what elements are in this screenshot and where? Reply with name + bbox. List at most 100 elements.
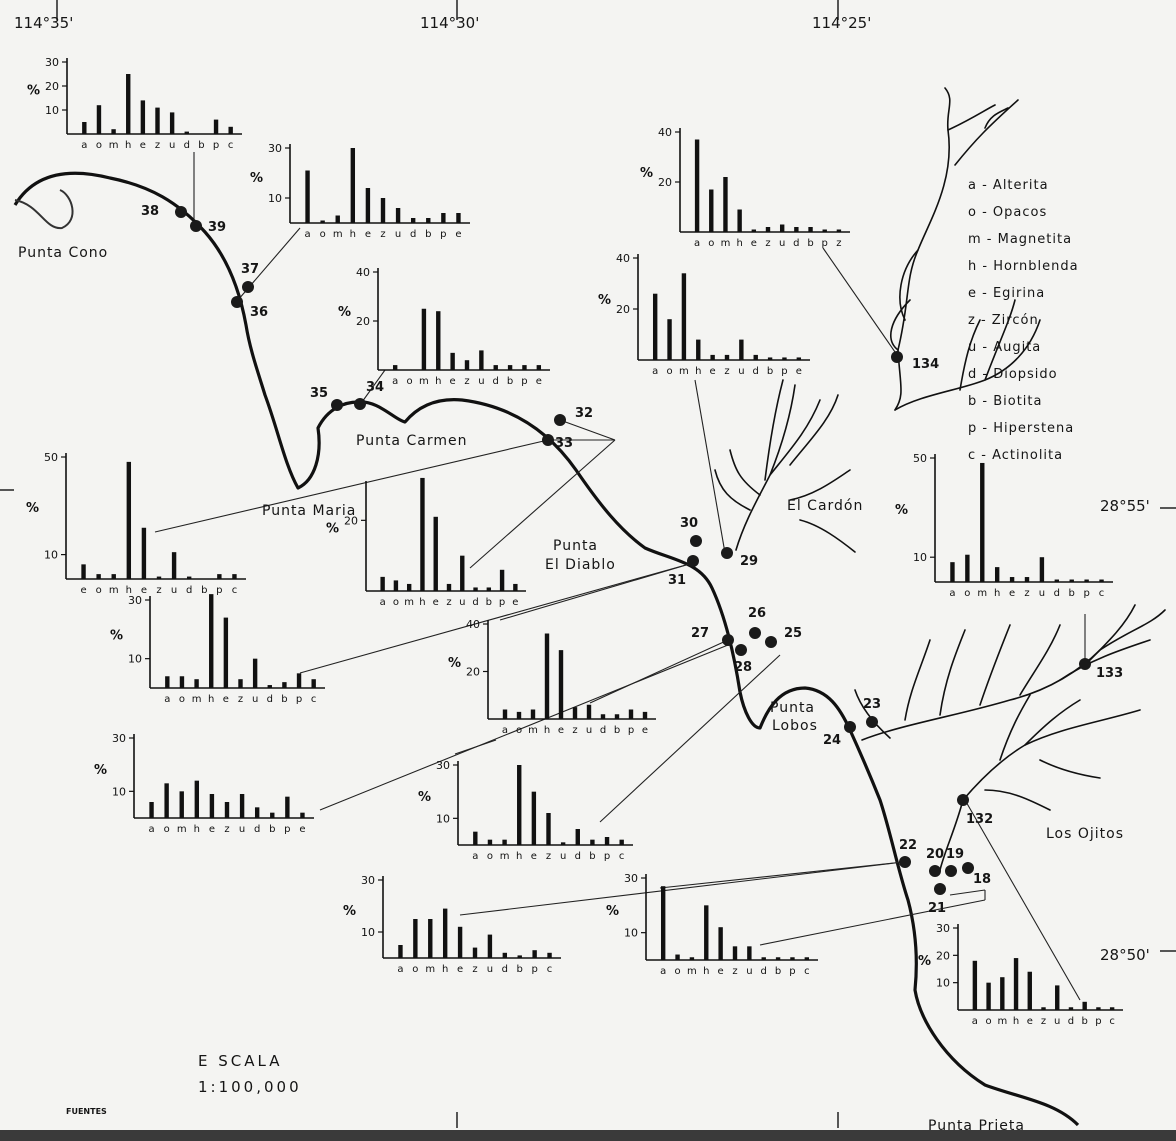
scale-ratio: 1:100,000 (198, 1078, 302, 1096)
category-label: a (392, 376, 398, 387)
bar-b (775, 957, 781, 960)
bar-m (335, 215, 340, 223)
bar-c (619, 839, 624, 845)
y-tick-label: 30 (361, 874, 375, 887)
site-label: 19 (946, 847, 965, 862)
category-label: u (586, 725, 592, 736)
bar-p (604, 837, 610, 845)
bar-p (285, 796, 290, 818)
site-label: 29 (740, 554, 759, 569)
streams (714, 87, 1166, 871)
bar-h (350, 148, 356, 223)
legend-item: h - Hornblenda (968, 259, 1079, 274)
site-32 (554, 414, 566, 426)
category-label: z (156, 585, 161, 596)
scale-block: E SCALA 1:100,000 (198, 1048, 302, 1100)
category-label: b (201, 585, 207, 596)
site-label: 22 (899, 838, 918, 853)
category-label: u (1054, 1016, 1060, 1027)
site-label: 33 (555, 436, 574, 451)
category-label: a (472, 851, 478, 862)
bar-e (513, 583, 518, 591)
bar-b (270, 812, 275, 818)
bar-e (558, 650, 564, 719)
bar-u (586, 704, 592, 719)
bar-o (965, 554, 970, 582)
bar-d (473, 587, 478, 591)
bar-z (446, 583, 452, 591)
category-label: b (198, 140, 204, 151)
category-label: d (254, 824, 260, 835)
y-tick-label: 50 (44, 451, 58, 464)
category-label: h (544, 725, 550, 736)
bar-u (779, 224, 785, 232)
bar-b (590, 839, 595, 845)
bar-h (737, 209, 742, 232)
site-label: 18 (973, 872, 992, 887)
bar-d (254, 807, 260, 818)
bar-h (209, 594, 214, 688)
site-label: 36 (250, 305, 269, 320)
category-label: o (516, 725, 522, 736)
legend-item: z - Zircón (968, 313, 1039, 328)
category-label: h (125, 140, 131, 151)
category-label: o (964, 588, 970, 599)
bar-p (628, 709, 634, 719)
y-tick-label: 10 (624, 927, 638, 940)
legend-item: a - Alterita (968, 178, 1049, 193)
category-label: z (836, 238, 841, 249)
bar-d (575, 829, 580, 845)
site-label: 132 (966, 812, 994, 827)
y-tick-label: 10 (913, 551, 927, 564)
y-axis-label: % (598, 293, 611, 308)
bar-z (836, 229, 842, 232)
category-label: m (977, 588, 987, 599)
bar-h (436, 311, 441, 370)
bar-b (426, 218, 431, 223)
category-label: d (600, 725, 606, 736)
site-134 (891, 351, 903, 363)
bar-p (790, 957, 795, 960)
bar-a (380, 576, 385, 591)
category-label: o (487, 851, 493, 862)
category-label: h (736, 238, 742, 249)
category-label: m (687, 966, 697, 977)
bar-h (126, 74, 131, 134)
y-tick-label: 30 (436, 759, 450, 772)
category-label: a (397, 964, 403, 975)
category-label: e (718, 966, 724, 977)
category-label: d (502, 964, 508, 975)
sample-sites (175, 206, 1091, 895)
legend-item: d - Diopsido (968, 367, 1058, 382)
bar-e (223, 617, 229, 688)
bar-u (460, 555, 465, 591)
bar-h (696, 339, 701, 360)
bar-a (165, 676, 170, 688)
category-label: a (652, 366, 658, 377)
category-label: b (486, 597, 492, 608)
category-label: h (1013, 1016, 1019, 1027)
category-label: m (192, 694, 202, 705)
site-36 (231, 296, 243, 308)
site-label: 34 (366, 380, 385, 395)
site-label: 35 (310, 386, 329, 401)
category-label: u (738, 366, 744, 377)
bar-m (530, 709, 536, 719)
site-38 (175, 206, 187, 218)
bar-u (479, 350, 484, 370)
site-31 (687, 555, 699, 567)
bar-e (209, 794, 215, 818)
bar-a (652, 293, 658, 360)
bar-p (822, 229, 827, 232)
site-18 (962, 862, 974, 874)
bar-b (517, 955, 522, 958)
category-label: b (589, 851, 595, 862)
y-axis-label: % (94, 763, 107, 778)
category-label: m (997, 1016, 1007, 1027)
legend-item: p - Hiperstena (968, 421, 1075, 436)
bar-e (718, 927, 723, 960)
bar-u (747, 946, 752, 960)
bar-e (450, 352, 455, 370)
